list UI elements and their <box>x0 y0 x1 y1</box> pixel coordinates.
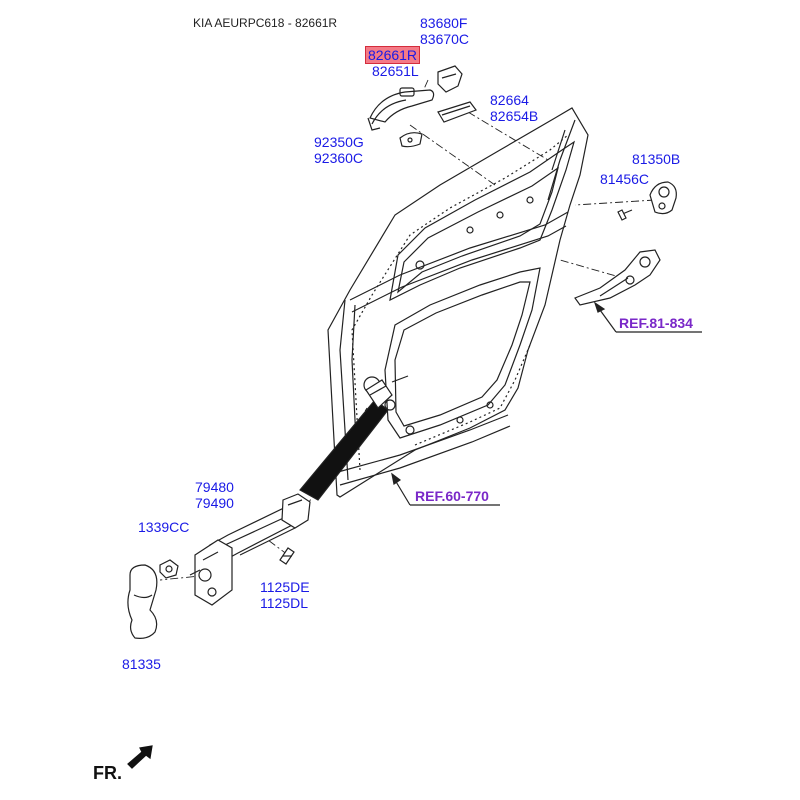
checker-bracket <box>365 375 409 409</box>
handle-bezel <box>399 132 423 148</box>
part-label-82661R-highlight[interactable]: 82661R <box>365 46 421 64</box>
checker-strap-band <box>299 399 389 501</box>
door-panel <box>327 107 589 498</box>
part-label-82664[interactable]: 82664 <box>490 92 529 108</box>
bolt <box>279 547 295 565</box>
door-checker <box>189 493 311 606</box>
part-label-81456C[interactable]: 81456C <box>600 171 650 187</box>
outside-handle <box>367 87 435 131</box>
door-seal-line <box>351 134 569 471</box>
handle-cover <box>437 65 463 93</box>
part-label-81335[interactable]: 81335 <box>122 656 161 672</box>
part-label-79490[interactable]: 79490 <box>195 495 234 511</box>
front-direction-label: FR. <box>93 763 122 783</box>
door-bumper <box>127 564 158 639</box>
front-direction-arrow <box>127 745 153 769</box>
part-label-1125DL[interactable]: 1125DL <box>260 595 309 611</box>
diagram-title: KIA AEURPC618 - 82661R <box>193 16 338 30</box>
door-striker <box>617 181 677 221</box>
part-label-83670C[interactable]: 83670C <box>420 31 470 47</box>
part-label-92360C[interactable]: 92360C <box>314 150 364 166</box>
nut <box>159 559 179 579</box>
part-label-79480[interactable]: 79480 <box>195 479 234 495</box>
reference-link-60-770[interactable]: REF.60-770 <box>415 488 489 504</box>
handle-pad <box>437 101 477 123</box>
reference-link-81-834[interactable]: REF.81-834 <box>619 315 693 331</box>
part-label-82651L[interactable]: 82651L <box>372 63 419 79</box>
leader-lines <box>159 79 656 581</box>
reference-leaders <box>391 301 702 506</box>
part-label-1339CC[interactable]: 1339CC <box>138 519 190 535</box>
part-label-1125DE[interactable]: 1125DE <box>260 579 310 595</box>
part-label-82654B[interactable]: 82654B <box>490 108 539 124</box>
door-latch-rod <box>574 249 661 306</box>
part-label-81350B[interactable]: 81350B <box>632 151 681 167</box>
part-label-82661R[interactable]: 82661R <box>365 46 421 64</box>
part-label-83680F[interactable]: 83680F <box>420 15 468 31</box>
part-label-92350G[interactable]: 92350G <box>314 134 364 150</box>
